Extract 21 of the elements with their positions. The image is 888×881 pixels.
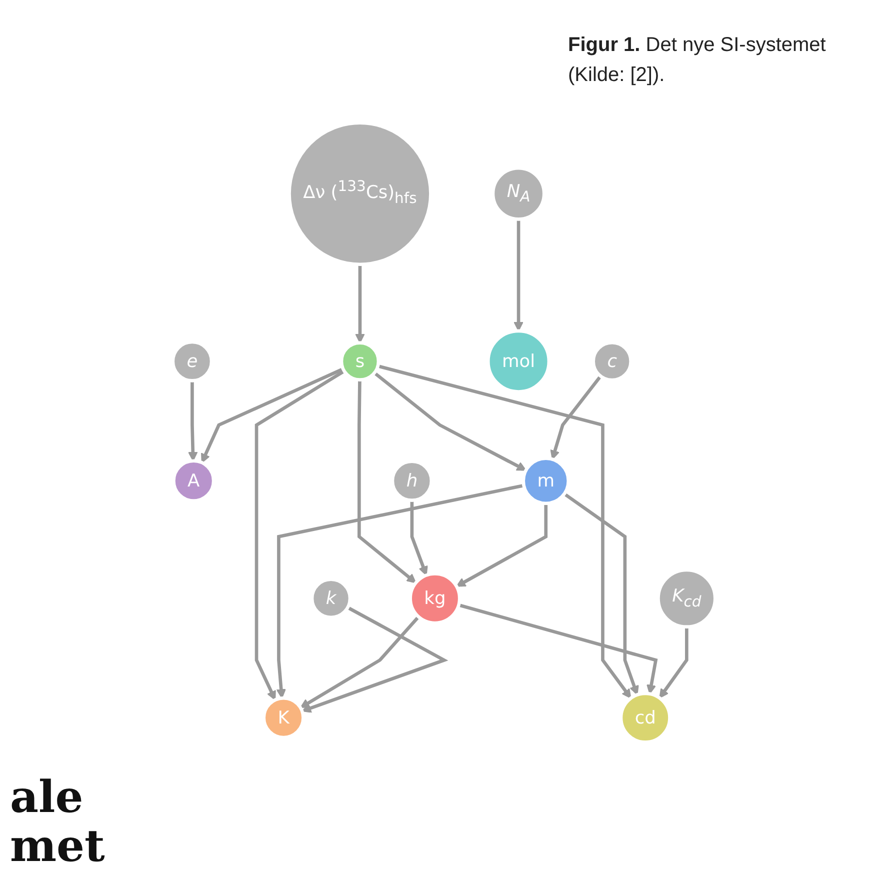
arrow xyxy=(563,492,639,696)
arrow xyxy=(254,370,346,701)
arrow xyxy=(276,484,524,699)
arrow xyxy=(188,380,198,462)
arrow xyxy=(302,606,448,713)
arrow xyxy=(550,375,602,460)
arrow xyxy=(458,604,658,694)
arrow xyxy=(410,500,428,576)
arrow xyxy=(355,264,365,344)
arrow xyxy=(358,380,416,584)
arrow xyxy=(373,372,526,471)
arrow xyxy=(377,364,632,699)
arrow xyxy=(300,616,420,708)
heading-fragment: ale xyxy=(10,774,84,823)
arrow xyxy=(659,627,688,699)
figure-caption: Figur 1. Det nye SI-systemet (Kilde: [2]). xyxy=(568,33,827,88)
arrow xyxy=(201,368,344,464)
node-circle: s xyxy=(340,341,380,382)
heading-fragment: met xyxy=(10,822,105,871)
arrow xyxy=(456,504,548,588)
arrow xyxy=(514,219,524,332)
